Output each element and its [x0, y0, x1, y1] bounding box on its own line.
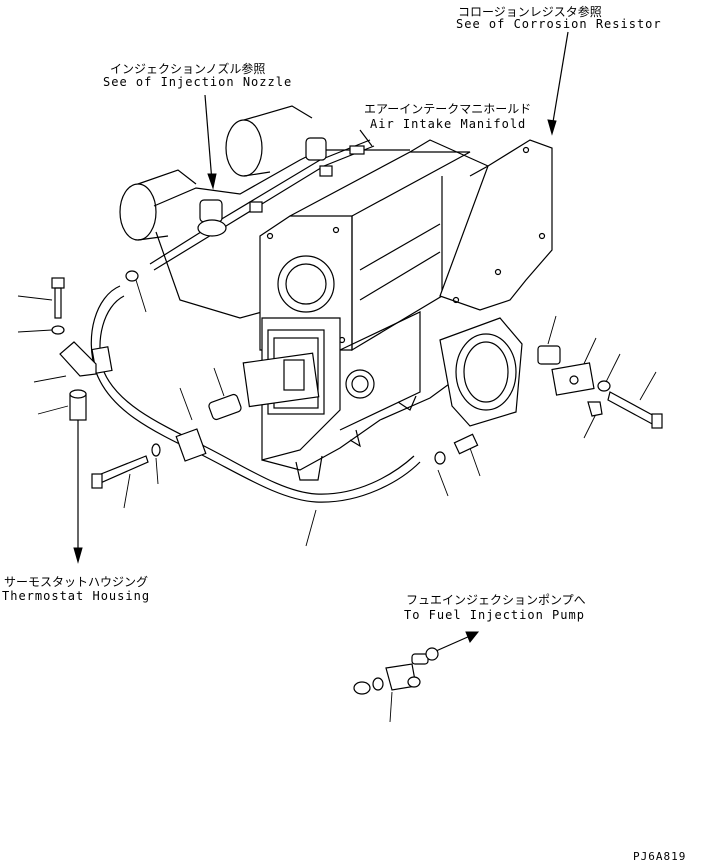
leader-fuel-pump: [435, 635, 471, 652]
leader-air-intake: [359, 129, 373, 147]
air-intake-label-ja: エアーインテークマニホールド: [364, 102, 532, 116]
leader-corrosion-resistor: [551, 31, 569, 129]
arrow-fuel-pump: [465, 631, 480, 643]
air-intake-label-en: Air Intake Manifold: [370, 117, 527, 131]
thermostat-label-ja: サーモスタットハウジング: [4, 575, 149, 589]
fuel-pump-label-en: To Fuel Injection Pump: [404, 608, 585, 622]
fuel-pump-label-ja: フュエインジェクションポンプへ: [406, 593, 586, 607]
thermostat-label-en: Thermostat Housing: [2, 589, 151, 603]
fasteners: [51, 270, 663, 695]
corrosion-resistor-label-ja: コロージョンレジスタ参照: [458, 5, 602, 19]
drawing-code: PJ6A819: [633, 850, 687, 863]
injection-nozzle-label-ja: インジェクションノズル参照: [110, 62, 266, 76]
fuel-lines: [149, 137, 375, 271]
corrosion-resistor-label-en: See of Corrosion Resistor: [456, 17, 662, 31]
arrow-thermostat: [73, 547, 83, 564]
injection-nozzle-label-en: See of Injection Nozzle: [103, 75, 293, 89]
engine-block: [119, 105, 553, 481]
leader-injection-nozzle: [204, 94, 213, 183]
coolant-hose: [90, 285, 421, 503]
arrow-injection-nozzle: [207, 173, 217, 190]
arrow-corrosion-resistor: [547, 119, 557, 136]
